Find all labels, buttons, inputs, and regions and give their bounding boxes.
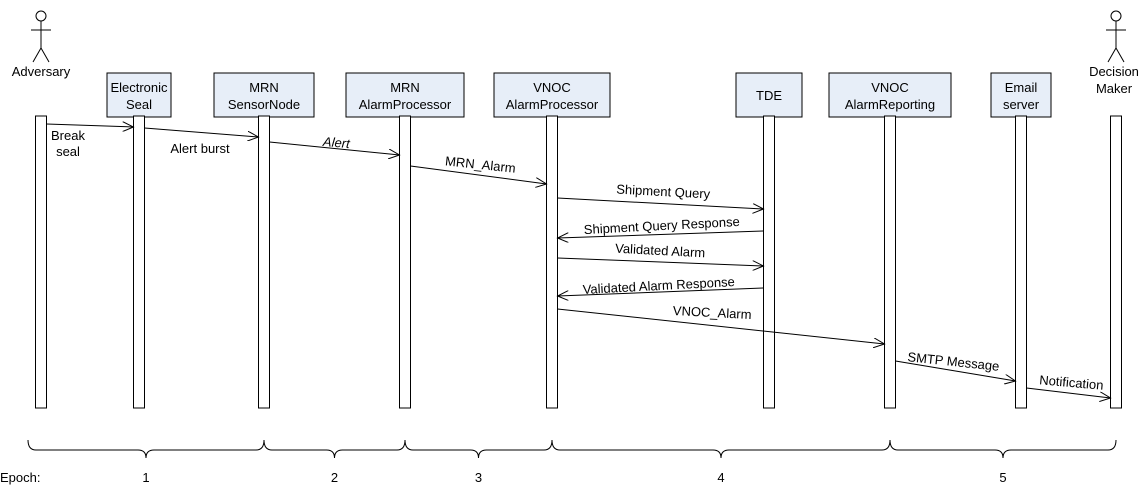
message-2: Alert burst xyxy=(144,127,259,156)
message-arrow xyxy=(46,124,134,127)
actor-icon xyxy=(31,10,51,63)
message-label: Alert burst xyxy=(170,141,230,156)
participant-email-server: Email server xyxy=(990,72,1052,409)
activation-bar xyxy=(258,115,270,409)
participant-tde: TDE xyxy=(735,72,803,409)
participant-label: Email xyxy=(1005,80,1038,95)
message-6: Shipment Query Response xyxy=(558,214,764,238)
epoch-number: 3 xyxy=(475,470,482,485)
message-7: Validated Alarm xyxy=(557,241,764,266)
epoch-1: 1 xyxy=(27,439,265,485)
epoch-heading: Epoch: xyxy=(0,470,40,485)
activation-bar xyxy=(546,115,558,409)
participant-label: MRN xyxy=(249,80,279,95)
epoch-brace xyxy=(889,439,1117,459)
message-label: VNOC_Alarm xyxy=(673,303,752,322)
message-arrow xyxy=(269,141,400,155)
message-label: Alert xyxy=(321,134,351,151)
activation-bar xyxy=(399,115,411,409)
message-8: Validated Alarm Response xyxy=(558,274,764,297)
participant-label: Adversary xyxy=(12,64,71,79)
epoch-brace xyxy=(551,439,891,459)
message-9: VNOC_Alarm xyxy=(557,303,885,344)
participant-box xyxy=(735,72,803,118)
participant-box xyxy=(345,72,465,118)
activation-bar xyxy=(133,115,145,409)
epoch-brace xyxy=(263,439,406,459)
message-arrow xyxy=(410,165,547,184)
participant-label: VNOC xyxy=(871,80,909,95)
message-4: MRN_Alarm xyxy=(410,153,547,184)
activation-bar xyxy=(1110,115,1122,409)
message-label: Notification xyxy=(1039,372,1104,393)
epoch-brace xyxy=(404,439,553,459)
participant-label: AlarmProcessor xyxy=(506,97,599,112)
participant-label: Decision xyxy=(1089,64,1139,79)
message-arrow xyxy=(558,287,764,296)
message-11: Notification xyxy=(1026,372,1111,398)
message-label: MRN_Alarm xyxy=(444,153,516,175)
message-arrow xyxy=(557,257,764,266)
epoch-number: 5 xyxy=(999,470,1006,485)
activation-bar xyxy=(884,115,896,409)
message-10: SMTP Message xyxy=(895,349,1016,381)
message-arrow xyxy=(1026,387,1111,398)
message-arrow xyxy=(557,308,885,344)
participant-label: TDE xyxy=(756,88,782,103)
participant-label: server xyxy=(1003,97,1040,112)
epoch-number: 4 xyxy=(717,470,724,485)
participant-label: Seal xyxy=(126,97,152,112)
participant-label: AlarmReporting xyxy=(845,97,935,112)
message-label: Shipment Query Response xyxy=(583,214,740,237)
actor-icon xyxy=(1106,10,1126,63)
participant-label: Electronic xyxy=(110,80,168,95)
participant-vnoc-alarmprocessor: VNOC AlarmProcessor xyxy=(493,72,611,409)
participant-box xyxy=(493,72,611,118)
epoch-2: 2 xyxy=(263,439,406,485)
message-5: Shipment Query xyxy=(557,182,764,209)
epochs: Epoch: 1 2 3 4 5 xyxy=(0,439,1117,485)
participant-box xyxy=(106,72,172,118)
message-arrow xyxy=(558,230,764,238)
participant-vnoc-alarmreporting: VNOC AlarmReporting xyxy=(828,72,952,409)
epoch-3: 3 xyxy=(404,439,553,485)
message-arrow xyxy=(557,197,764,209)
epoch-4: 4 xyxy=(551,439,891,485)
message-arrow xyxy=(895,360,1016,381)
participant-label: SensorNode xyxy=(228,97,300,112)
epoch-brace xyxy=(27,439,265,459)
participant-label: Maker xyxy=(1096,81,1133,96)
message-label: Validated Alarm xyxy=(615,241,706,261)
activation-bar xyxy=(35,115,47,409)
message-3: Alert xyxy=(269,134,400,155)
activation-bar xyxy=(1015,115,1027,409)
epoch-5: 5 xyxy=(889,439,1117,485)
message-label: seal xyxy=(56,144,80,159)
participant-box xyxy=(990,72,1052,118)
message-arrow xyxy=(144,127,259,137)
message-label: SMTP Message xyxy=(907,349,1000,374)
participant-mrn-alarmprocessor: MRN AlarmProcessor xyxy=(345,72,465,409)
activation-bar xyxy=(763,115,775,409)
message-label: Break xyxy=(51,128,85,143)
participant-adversary: Adversary xyxy=(12,10,71,409)
participant-box xyxy=(828,72,952,118)
message-label: Validated Alarm Response xyxy=(582,274,735,297)
participant-mrn-sensornode: MRN SensorNode xyxy=(213,72,315,409)
participant-label: VNOC xyxy=(533,80,571,95)
epoch-number: 2 xyxy=(331,470,338,485)
participant-label: MRN xyxy=(390,80,420,95)
participant-label: AlarmProcessor xyxy=(359,97,452,112)
epoch-number: 1 xyxy=(142,470,149,485)
message-label: Shipment Query xyxy=(616,182,711,202)
